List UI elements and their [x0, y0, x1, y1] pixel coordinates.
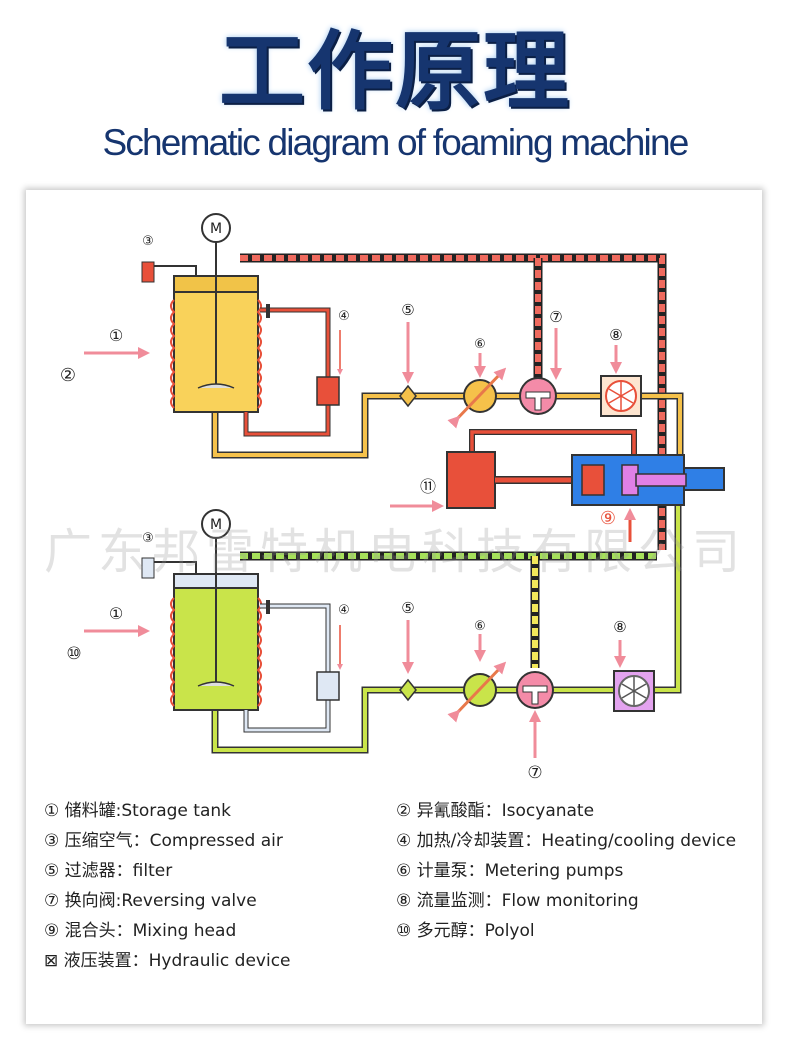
number-markers: ① ② ③ ④ ⑤ ⑥ ⑦ ⑧ ⑨ ⑩ ⑪ ③ ① ④ ⑤ ⑥ ⑧ ⑦ [60, 234, 627, 783]
heating-device-lower [243, 600, 340, 733]
reversing-valve-lower [516, 671, 554, 709]
page-title-cn: 工作原理 [219, 22, 571, 122]
legend-item-4: ④ 加热/冷却装置：Heating/cooling device [396, 831, 737, 851]
motor-upper-label: M [210, 221, 222, 237]
marker-4-upper: ④ [338, 309, 350, 324]
legend-item-6: ⑥ 计量泵：Metering pumps [396, 861, 624, 881]
compressed-air-upper [141, 261, 197, 283]
marker-5-lower: ⑤ [401, 599, 414, 617]
iso-return-line [240, 253, 667, 550]
marker-6-upper: ⑥ [474, 337, 486, 352]
marker-2: ② [60, 365, 76, 386]
legend-item-9: ⑨ 混合头：Mixing head [44, 921, 237, 941]
marker-7-lower: ⑦ [527, 763, 542, 783]
reversing-valve-upper [519, 377, 557, 415]
marker-10: ⑩ [66, 644, 81, 664]
hydraulic-device [446, 429, 637, 509]
marker-4-lower: ④ [338, 603, 350, 618]
storage-tank-iso [170, 240, 262, 413]
flow-monitor-upper [600, 375, 642, 417]
filter-lower [399, 678, 417, 702]
motor-lower: M [201, 509, 231, 539]
legend-item-1: ① 储料罐:Storage tank [44, 801, 231, 821]
marker-3-upper: ③ [142, 234, 154, 249]
compressed-air-lower [141, 557, 197, 579]
flow-monitor-lower [613, 670, 655, 712]
metering-pump-lower [447, 661, 507, 723]
iso-feed-line [211, 392, 684, 475]
polyol-return-line [240, 551, 657, 668]
marker-7-upper: ⑦ [549, 308, 562, 326]
filter-upper [399, 384, 417, 408]
marker-1-lower: ① [109, 604, 123, 623]
marker-3-lower: ③ [142, 531, 154, 546]
marker-1-upper: ① [109, 326, 123, 345]
marker-8-upper: ⑧ [609, 326, 622, 344]
legend-item-10: ⑩ 多元醇：Polyol [396, 921, 535, 941]
marker-11: ⑪ [420, 477, 436, 496]
marker-8-lower: ⑧ [613, 618, 626, 636]
legend-item-3: ③ 压缩空气：Compressed air [44, 831, 283, 851]
metering-pump-upper [447, 367, 507, 429]
storage-tank-polyol [170, 536, 262, 711]
legend-item-2: ② 异氰酸酯：Isocyanate [396, 801, 595, 821]
mixing-head [571, 454, 725, 506]
legend-item-11: ⊠ 液压装置：Hydraulic device [44, 951, 291, 971]
marker-5-upper: ⑤ [401, 301, 414, 319]
watermark: 广东邦雷特机电科技有限公司 [43, 524, 746, 580]
legend-item-5: ⑤ 过滤器：filter [44, 861, 173, 881]
legend-item-7: ⑦ 换向阀:Reversing valve [44, 891, 257, 911]
polyol-feed-line [211, 500, 682, 754]
legend-item-8: ⑧ 流量监测：Flow monitoring [396, 891, 639, 911]
marker-9: ⑨ [600, 508, 616, 529]
heating-device-upper [243, 304, 340, 437]
page-title-en: Schematic diagram of foaming machine [102, 122, 689, 163]
motor-lower-label: M [210, 517, 222, 533]
marker-6-lower: ⑥ [474, 619, 486, 634]
diagram-panel [26, 190, 762, 1024]
motor-upper: M [201, 213, 231, 243]
input-arrows [84, 322, 636, 758]
